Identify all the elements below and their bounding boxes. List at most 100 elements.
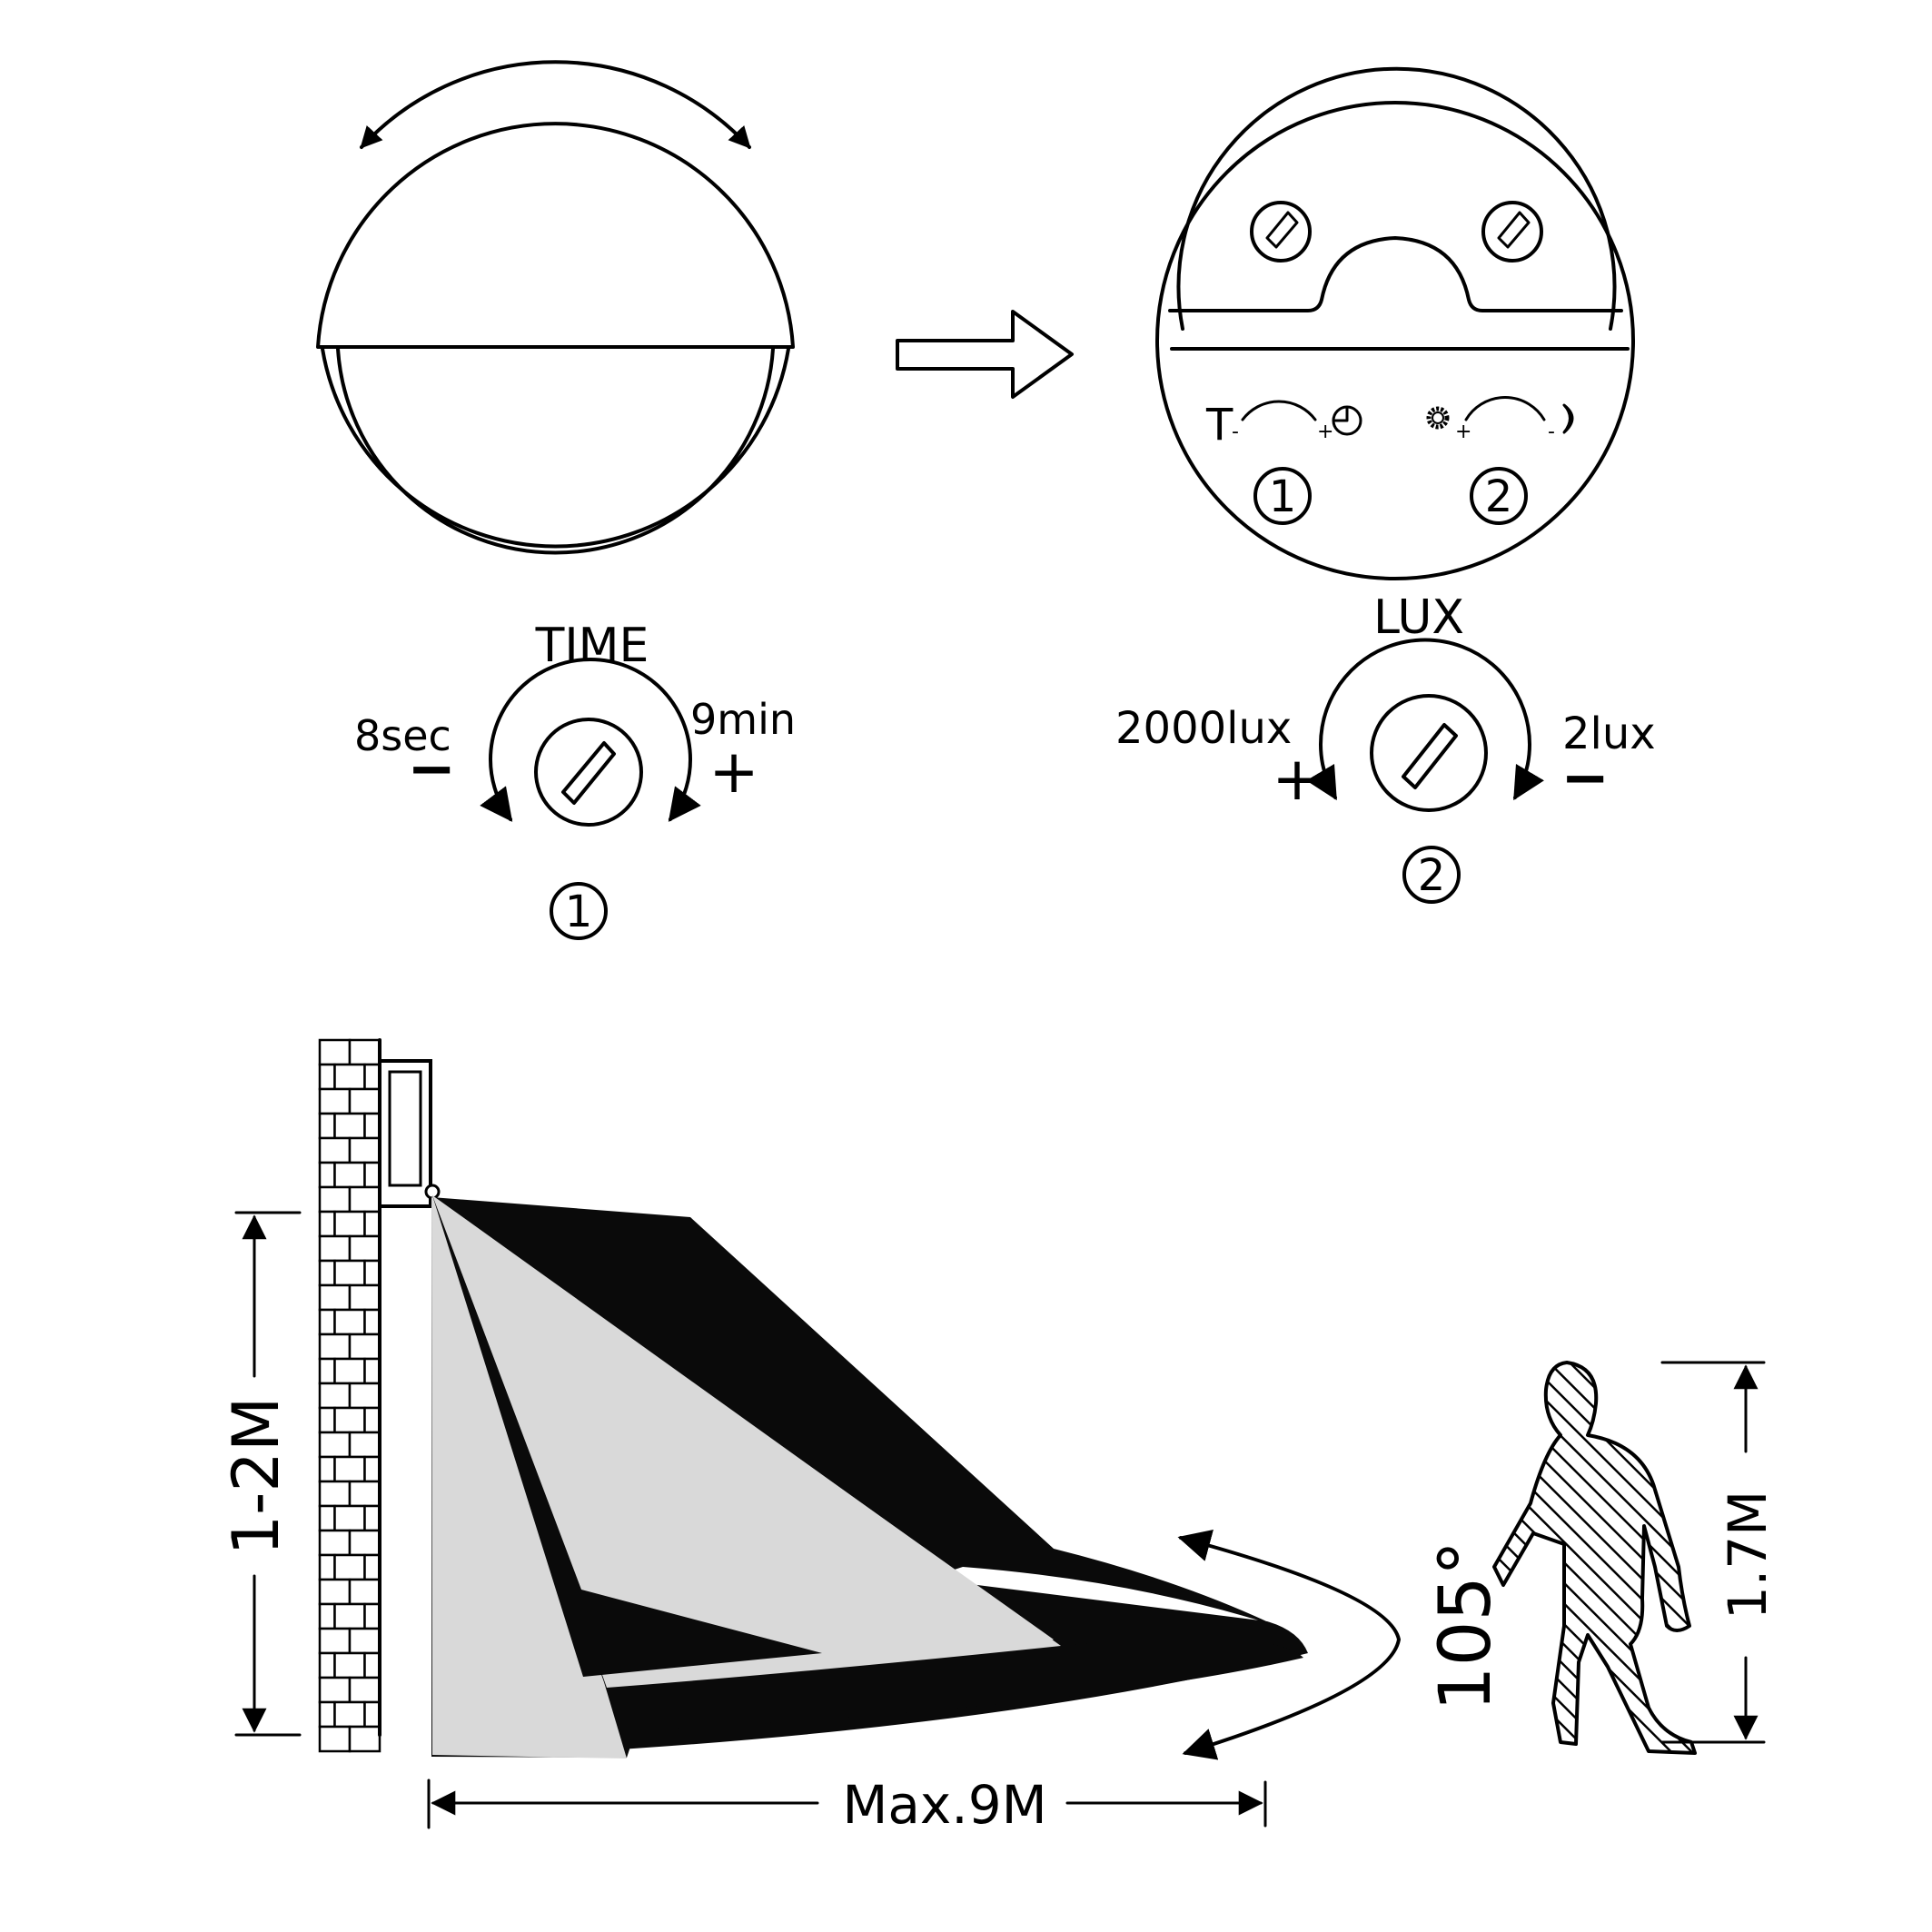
brick xyxy=(348,1627,381,1655)
time-dial-min-label: 8sec xyxy=(354,711,451,760)
moon-icon xyxy=(1562,403,1574,434)
brick xyxy=(333,1406,366,1434)
time-trimmer-arc xyxy=(1241,400,1317,421)
sensor-open: T - + + - 1 2 xyxy=(1155,66,1635,580)
time-dial-number-badge: 1 xyxy=(550,882,608,940)
brick xyxy=(333,1553,366,1581)
brick xyxy=(348,1382,381,1410)
brick xyxy=(333,1504,366,1532)
brick xyxy=(318,1553,336,1581)
knob-2-number: 2 xyxy=(1485,471,1513,522)
brick xyxy=(333,1210,366,1238)
brick xyxy=(318,1161,336,1189)
brick xyxy=(363,1357,381,1385)
brick xyxy=(318,1038,352,1066)
brick xyxy=(318,1357,336,1385)
brick xyxy=(363,1406,381,1434)
brick xyxy=(348,1529,381,1557)
brick xyxy=(348,1431,381,1459)
sensor-lens-housing xyxy=(1168,236,1623,312)
brick xyxy=(363,1308,381,1336)
brick xyxy=(363,1455,381,1483)
brick xyxy=(318,1431,352,1459)
brick xyxy=(333,1651,366,1679)
brick xyxy=(363,1602,381,1630)
brick xyxy=(348,1480,381,1508)
brick xyxy=(318,1406,336,1434)
time-small-minus: - xyxy=(1232,421,1239,443)
brick xyxy=(333,1308,366,1336)
lux-small-plus: + xyxy=(1455,421,1471,443)
sensor-open-outer-rim xyxy=(1155,101,1635,580)
brick xyxy=(363,1700,381,1729)
brick xyxy=(318,1529,352,1557)
brick-wall xyxy=(318,1038,381,1753)
screw-left xyxy=(1250,201,1312,263)
height-label: 1-2M xyxy=(219,1397,293,1556)
time-t-label: T xyxy=(1205,400,1234,451)
brick xyxy=(318,1725,352,1753)
brick xyxy=(333,1161,366,1189)
brick xyxy=(348,1087,381,1115)
lux-dial-arrow xyxy=(1306,638,1544,801)
sensor-open-inner-rim xyxy=(1176,66,1617,331)
detection-zones xyxy=(431,1195,1308,1759)
knob-1-number: 1 xyxy=(1269,471,1297,522)
lux-small-minus: - xyxy=(1548,421,1555,443)
time-dial-knob xyxy=(534,718,643,827)
brick xyxy=(348,1333,381,1361)
brick xyxy=(318,1259,336,1287)
lux-dial-minus: − xyxy=(1560,745,1610,812)
sensor-cover-top xyxy=(316,122,795,349)
time-dial-arrow xyxy=(480,658,701,822)
sensor-closed xyxy=(316,60,795,555)
sun-icon xyxy=(1426,406,1450,430)
brick xyxy=(333,1259,366,1287)
brick xyxy=(318,1308,336,1336)
brick xyxy=(363,1210,381,1238)
brick xyxy=(363,1063,381,1091)
brick xyxy=(318,1602,336,1630)
brick xyxy=(333,1700,366,1729)
lux-dial-max-label: 2lux xyxy=(1562,708,1656,759)
brick xyxy=(348,1725,381,1753)
brick xyxy=(318,1455,336,1483)
time-small-plus: + xyxy=(1317,421,1333,443)
time-dial-plus: + xyxy=(708,737,758,807)
brick xyxy=(333,1357,366,1385)
brick xyxy=(363,1553,381,1581)
lux-dial: LUX 2000lux 2lux + − 2 xyxy=(1115,590,1656,904)
brick xyxy=(333,1602,366,1630)
brick xyxy=(363,1161,381,1189)
sensor-inner-rim xyxy=(336,347,775,555)
brick xyxy=(318,1283,352,1312)
clock-icon xyxy=(1332,405,1362,436)
brick xyxy=(348,1578,381,1606)
brick xyxy=(348,1136,381,1164)
zone-light-middle xyxy=(432,1195,1061,1688)
open-arrow xyxy=(896,310,1074,399)
knob-1: 1 xyxy=(1253,467,1312,525)
lux-dial-number: 2 xyxy=(1418,850,1446,901)
brick xyxy=(318,1210,336,1238)
angle-arrow xyxy=(1177,1530,1401,1760)
brick xyxy=(318,1504,336,1532)
time-dial-title: TIME xyxy=(535,619,649,673)
time-dial: TIME 8sec 9min − + 1 xyxy=(354,619,796,940)
brick xyxy=(363,1651,381,1679)
lux-dial-slot xyxy=(1402,723,1458,789)
time-dial-max-label: 9min xyxy=(690,695,796,744)
brick xyxy=(318,1136,352,1164)
brick xyxy=(318,1578,352,1606)
lux-dial-plus: + xyxy=(1272,744,1322,814)
brick xyxy=(318,1700,336,1729)
rotate-cover-arrow xyxy=(360,60,751,149)
person-height-label: 1.7M xyxy=(1717,1491,1778,1620)
lux-trimmer-arc xyxy=(1464,396,1546,421)
knob-2: 2 xyxy=(1470,467,1528,525)
time-dial-number: 1 xyxy=(565,887,593,937)
person-figure xyxy=(1492,1361,1697,1755)
brick xyxy=(318,1382,352,1410)
